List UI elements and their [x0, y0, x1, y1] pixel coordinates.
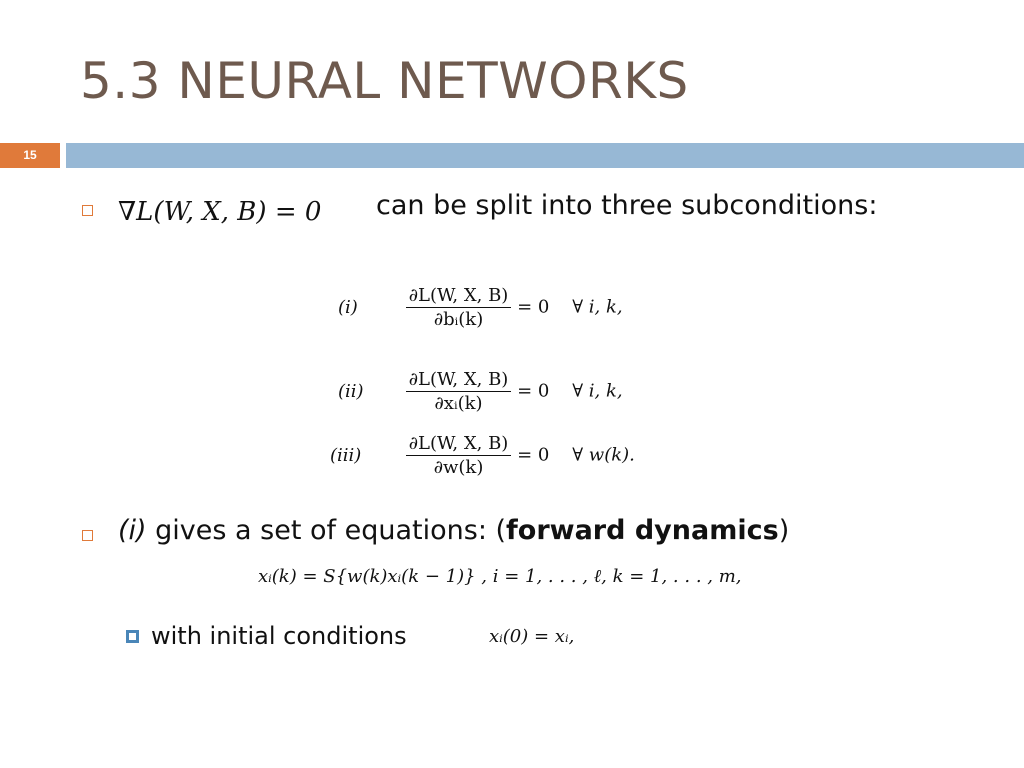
forward-dynamics-equation: xᵢ(k) = S{w(k)xᵢ(k − 1)} , i = 1, . . . … — [258, 566, 742, 587]
bullet-text-after: ) — [778, 515, 790, 546]
fraction-denominator: ∂xᵢ(k) — [434, 393, 483, 414]
condition-label: (ii) — [338, 380, 364, 402]
bullet-marker — [82, 205, 93, 216]
fraction-numerator: ∂L(W, X, B) — [405, 285, 512, 308]
quantifier: ∀ i, k, — [572, 296, 623, 318]
fraction-numerator: ∂L(W, X, B) — [405, 369, 512, 392]
fraction: ∂L(W, X, B) ∂bᵢ(k) — [405, 285, 512, 330]
equals-zero: = 0 — [517, 380, 550, 402]
condition-label: (i) — [338, 296, 358, 318]
sub-bullet-text: with initial conditions — [151, 622, 407, 650]
fraction-denominator: ∂w(k) — [433, 457, 484, 478]
bullet-text-1: can be split into three subconditions: — [376, 190, 878, 221]
bold-term: forward dynamics — [506, 515, 779, 546]
condition-label: (iii) — [330, 444, 362, 466]
bullet-text-2: (i) gives a set of equations: (forward d… — [118, 515, 789, 546]
bullet-text-before: gives a set of equations: ( — [146, 515, 507, 546]
condition-ii: (ii) ∂L(W, X, B) ∂xᵢ(k) = 0 ∀ i, k, — [338, 369, 623, 414]
condition-iii: (iii) ∂L(W, X, B) ∂w(k) = 0 ∀ w(k). — [330, 433, 635, 478]
gradient-equation: ∇L(W, X, B) = 0 — [118, 197, 322, 227]
fraction-numerator: ∂L(W, X, B) — [405, 433, 512, 456]
quantifier: ∀ w(k). — [572, 444, 635, 466]
fraction: ∂L(W, X, B) ∂xᵢ(k) — [405, 369, 512, 414]
initial-condition-equation: xᵢ(0) = xᵢ, — [489, 626, 575, 647]
fraction-denominator: ∂bᵢ(k) — [433, 309, 484, 330]
equals-zero: = 0 — [517, 444, 550, 466]
fraction: ∂L(W, X, B) ∂w(k) — [405, 433, 512, 478]
title-rule — [66, 143, 1024, 168]
condition-ref: (i) — [118, 515, 147, 546]
slide-title: 5.3 NEURAL NETWORKS — [80, 52, 689, 110]
equals-zero: = 0 — [517, 296, 550, 318]
sub-bullet-marker — [126, 630, 139, 643]
quantifier: ∀ i, k, — [572, 380, 623, 402]
bullet-marker — [82, 530, 93, 541]
page-number-badge: 15 — [0, 143, 60, 168]
condition-i: (i) ∂L(W, X, B) ∂bᵢ(k) = 0 ∀ i, k, — [338, 285, 623, 330]
